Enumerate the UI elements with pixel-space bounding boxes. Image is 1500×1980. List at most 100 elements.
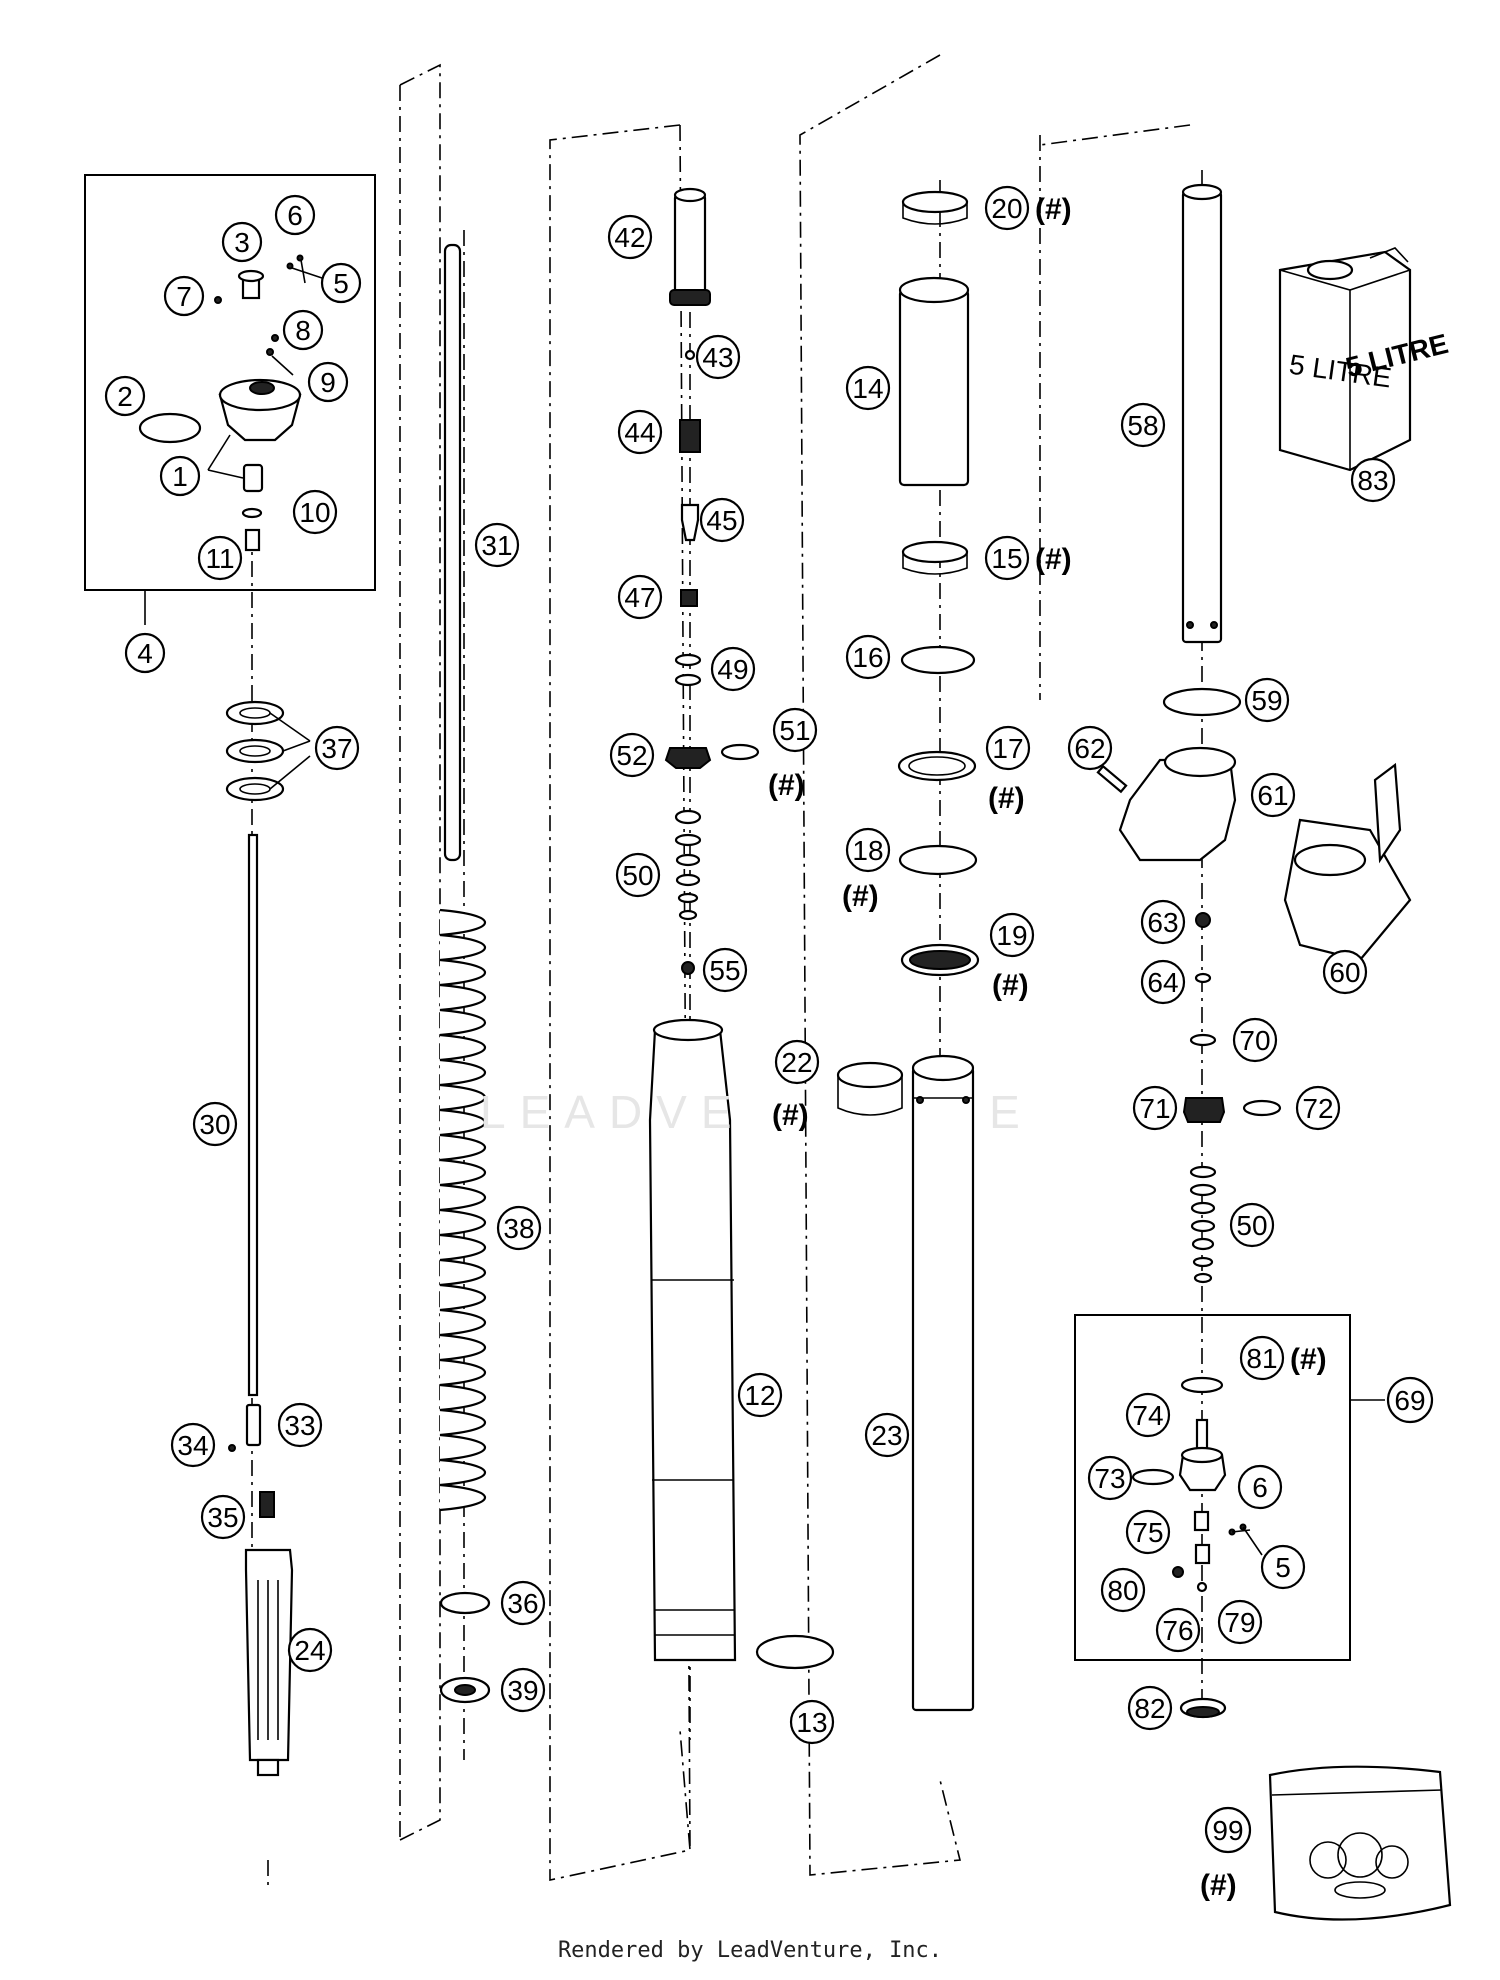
washer-10 (241, 507, 263, 519)
bushing-22 (836, 1061, 904, 1089)
washer-36 (439, 1591, 491, 1615)
axle-clamp-61 (1118, 758, 1237, 862)
washer-37c (225, 776, 285, 802)
ring-51 (720, 743, 760, 761)
callout-5: 5 (320, 262, 362, 304)
hash-18: (#) (842, 880, 879, 913)
inner-tube-23 (911, 1066, 975, 1712)
column-1-parts (138, 254, 304, 1777)
callout-44: 44 (617, 409, 663, 455)
watermark-right: E (989, 1086, 1034, 1138)
svg-text:31: 31 (481, 530, 512, 561)
callout-52: 52 (609, 732, 655, 778)
washer-37b (225, 738, 285, 764)
cartridge-42 (673, 193, 707, 297)
callout-30: 30 (192, 1101, 238, 1147)
svg-text:9: 9 (320, 367, 336, 398)
base-valve-74 (1195, 1418, 1209, 1452)
svg-text:22: 22 (781, 1047, 812, 1078)
callout-9: 9 (307, 361, 349, 403)
column-3-parts (648, 187, 904, 1670)
spring-38 (439, 908, 487, 1512)
svg-text:18: 18 (852, 835, 883, 866)
svg-text:55: 55 (709, 955, 740, 986)
callout-35: 35 (200, 1494, 246, 1540)
svg-text:60: 60 (1329, 957, 1360, 988)
o-ring-2 (138, 412, 202, 444)
svg-text:73: 73 (1094, 1463, 1125, 1494)
spring-35 (259, 1491, 275, 1518)
svg-text:33: 33 (284, 1410, 315, 1441)
callout-36: 36 (500, 1580, 546, 1626)
callout-12: 12 (737, 1372, 783, 1418)
callout-71: 71 (1132, 1085, 1178, 1131)
callout-69: 69 (1386, 1376, 1434, 1424)
svg-text:82: 82 (1134, 1693, 1165, 1724)
svg-text:74: 74 (1132, 1400, 1163, 1431)
callout-17: 17 (985, 725, 1031, 771)
svg-text:6: 6 (287, 200, 303, 231)
svg-text:50: 50 (1236, 1210, 1267, 1241)
callout-22: 22 (774, 1039, 820, 1085)
damper-24 (244, 1548, 294, 1762)
svg-text:49: 49 (717, 654, 748, 685)
nut-75 (1193, 1510, 1210, 1532)
bolt-62 (1096, 764, 1128, 794)
piston-rod-30 (247, 833, 259, 1397)
svg-text:64: 64 (1147, 967, 1178, 998)
svg-text:59: 59 (1251, 685, 1282, 716)
callout-43: 43 (695, 334, 741, 380)
ball-76 (1172, 1566, 1184, 1578)
callout-6: 6 (274, 194, 316, 236)
callout-19: 19 (989, 912, 1035, 958)
svg-text:7: 7 (176, 281, 192, 312)
ring-16 (900, 645, 976, 675)
footer-credit: Rendered by LeadVenture, Inc. (557, 1938, 943, 1963)
callout-16: 16 (845, 634, 891, 680)
column-4-parts (897, 190, 980, 1712)
clip-18 (898, 844, 978, 876)
svg-text:80: 80 (1107, 1575, 1138, 1606)
watermark-left: LEADVE (480, 1086, 746, 1138)
svg-text:15: 15 (991, 543, 1022, 574)
washer-70 (1189, 1033, 1217, 1047)
spacer-1 (242, 463, 264, 493)
nut-11 (244, 528, 261, 552)
callout-75: 75 (1125, 1509, 1171, 1555)
svg-text:34: 34 (177, 1430, 208, 1461)
callout-42: 42 (607, 214, 653, 260)
callout-18: 18 (845, 827, 891, 873)
svg-text:72: 72 (1302, 1093, 1333, 1124)
callout-7: 7 (163, 275, 205, 317)
svg-text:79: 79 (1224, 1607, 1255, 1638)
washer-64 (1194, 972, 1212, 984)
svg-text:37: 37 (321, 733, 352, 764)
svg-text:43: 43 (702, 342, 733, 373)
svg-text:81: 81 (1246, 1343, 1277, 1374)
callout-11: 11 (197, 535, 243, 581)
svg-text:58: 58 (1127, 410, 1158, 441)
svg-text:24: 24 (294, 1635, 325, 1666)
callout-62: 62 (1067, 725, 1113, 771)
hash-20: (#) (1035, 193, 1072, 226)
callout-55: 55 (702, 947, 748, 993)
callouts: 1 2 3 6 5 7 8 9 10 11 4 37 30 33 34 35 2… (104, 185, 1434, 1902)
spring-79 (1196, 1581, 1208, 1593)
callout-13: 13 (789, 1699, 835, 1745)
callout-39: 39 (500, 1667, 546, 1713)
leader-lines (207, 259, 1263, 1556)
svg-text:69: 69 (1394, 1385, 1425, 1416)
nut-47 (680, 589, 698, 607)
svg-text:83: 83 (1357, 465, 1388, 496)
callout-45: 45 (699, 497, 745, 543)
callout-23: 23 (864, 1412, 910, 1458)
group-box-69 (1074, 1314, 1351, 1661)
callout-80: 80 (1100, 1567, 1146, 1613)
callout-59: 59 (1244, 677, 1290, 723)
callout-58: 58 (1120, 402, 1166, 448)
svg-text:20: 20 (991, 193, 1022, 224)
callout-51: 51 (772, 707, 818, 753)
bushing-15 (901, 540, 969, 564)
piston-71 (1182, 1097, 1226, 1123)
